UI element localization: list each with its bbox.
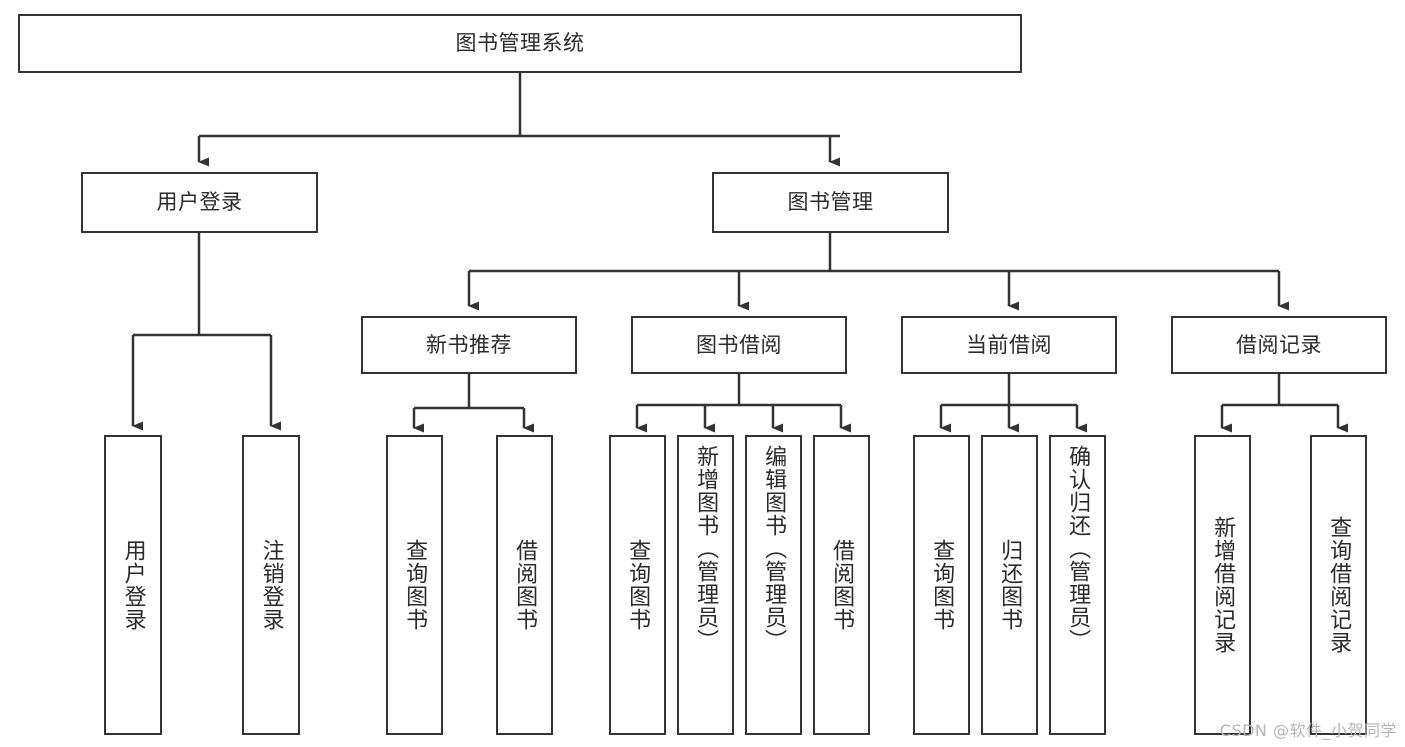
node-leaf-add-record[interactable]: 新增借阅记录 <box>1194 435 1251 735</box>
node-label: 借阅图书 <box>829 539 855 631</box>
node-label: 借阅记录 <box>1236 332 1322 357</box>
node-label: 图书管理 <box>787 190 874 215</box>
node-borrow-record[interactable]: 借阅记录 <box>1171 316 1387 374</box>
node-book-management[interactable]: 图书管理 <box>712 172 949 233</box>
node-label: 查询图书 <box>929 539 955 631</box>
node-label: 编辑图书（管理员） <box>761 445 787 652</box>
node-label: 新书推荐 <box>426 332 512 357</box>
node-leaf-query-book-3[interactable]: 查询图书 <box>913 435 970 735</box>
node-leaf-add-book[interactable]: 新增图书（管理员） <box>677 435 734 735</box>
watermark-text: CSDN @软件_小贺同学 <box>1219 721 1397 740</box>
node-label: 注销登录 <box>258 539 284 631</box>
node-leaf-return-book[interactable]: 归还图书 <box>981 435 1038 735</box>
node-leaf-confirm-return[interactable]: 确认归还（管理员） <box>1049 435 1106 735</box>
node-leaf-borrow-book-2[interactable]: 借阅图书 <box>813 435 870 735</box>
node-label: 确认归还（管理员） <box>1065 445 1091 652</box>
node-user-login[interactable]: 用户登录 <box>81 172 318 233</box>
node-label: 新增图书（管理员） <box>693 445 719 652</box>
node-label: 用户登录 <box>120 539 146 631</box>
node-label: 查询借阅记录 <box>1326 516 1352 654</box>
node-leaf-query-book-1[interactable]: 查询图书 <box>386 435 443 735</box>
node-new-book-recommend[interactable]: 新书推荐 <box>361 316 577 374</box>
node-leaf-logout-login[interactable]: 注销登录 <box>242 435 300 735</box>
node-label: 借阅图书 <box>512 539 538 631</box>
node-label: 图书管理系统 <box>455 31 585 56</box>
node-label: 当前借阅 <box>966 332 1052 357</box>
node-label: 新增借阅记录 <box>1210 516 1236 654</box>
node-book-management-system[interactable]: 图书管理系统 <box>18 14 1022 73</box>
node-leaf-query-book-2[interactable]: 查询图书 <box>609 435 666 735</box>
node-current-borrow[interactable]: 当前借阅 <box>901 316 1117 374</box>
node-label: 归还图书 <box>997 539 1023 631</box>
node-leaf-query-record[interactable]: 查询借阅记录 <box>1310 435 1367 735</box>
node-leaf-user-login[interactable]: 用户登录 <box>104 435 162 735</box>
node-label: 图书借阅 <box>696 332 782 357</box>
node-label: 用户登录 <box>156 190 243 215</box>
node-leaf-edit-book[interactable]: 编辑图书（管理员） <box>745 435 802 735</box>
node-book-borrow[interactable]: 图书借阅 <box>631 316 847 374</box>
node-label: 查询图书 <box>402 539 428 631</box>
node-leaf-borrow-book-1[interactable]: 借阅图书 <box>496 435 553 735</box>
node-label: 查询图书 <box>625 539 651 631</box>
